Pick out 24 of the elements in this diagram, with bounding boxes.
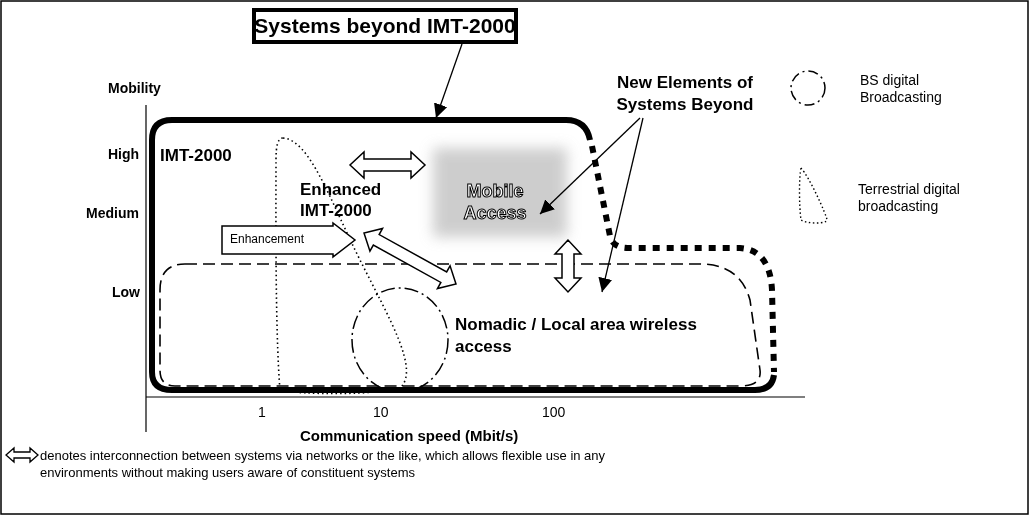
axis-tick-label: Medium — [86, 205, 139, 221]
callout-text: New Elements of Systems Beyond — [580, 72, 790, 118]
arrow — [434, 43, 463, 119]
axis-tick-label: Low — [112, 284, 140, 300]
axis-tick-label: 100 — [542, 404, 566, 420]
title-box: Systems beyond IMT-2000 — [252, 8, 518, 44]
axis-title: Communication speed (Mbit/s) — [300, 427, 519, 444]
system-label: IMT-2000 — [160, 146, 260, 168]
edge-label: Enhancement — [230, 232, 305, 246]
hollow-arrow — [363, 227, 457, 290]
region-label: Mobile Access — [462, 180, 528, 224]
legend-label: Terrestrial digital broadcasting — [858, 181, 961, 215]
footnote: denotes interconnection between systems via networks or the like, which allows flexible use in any environments without making users aware of constituent systems — [40, 447, 607, 481]
arrow — [539, 117, 641, 215]
axis-tick-label: 10 — [373, 404, 389, 420]
hollow-arrow — [221, 221, 357, 259]
legend-label: BS digital Broadcasting — [860, 72, 943, 106]
hollow-arrow — [348, 150, 427, 180]
axis-title: Mobility — [108, 80, 161, 96]
region-label: Nomadic / Local area wireless access — [455, 314, 698, 358]
arrow — [598, 117, 644, 293]
hollow-arrow — [553, 238, 583, 294]
axis-tick-label: 1 — [258, 404, 266, 420]
axis-tick-label: High — [108, 146, 140, 162]
